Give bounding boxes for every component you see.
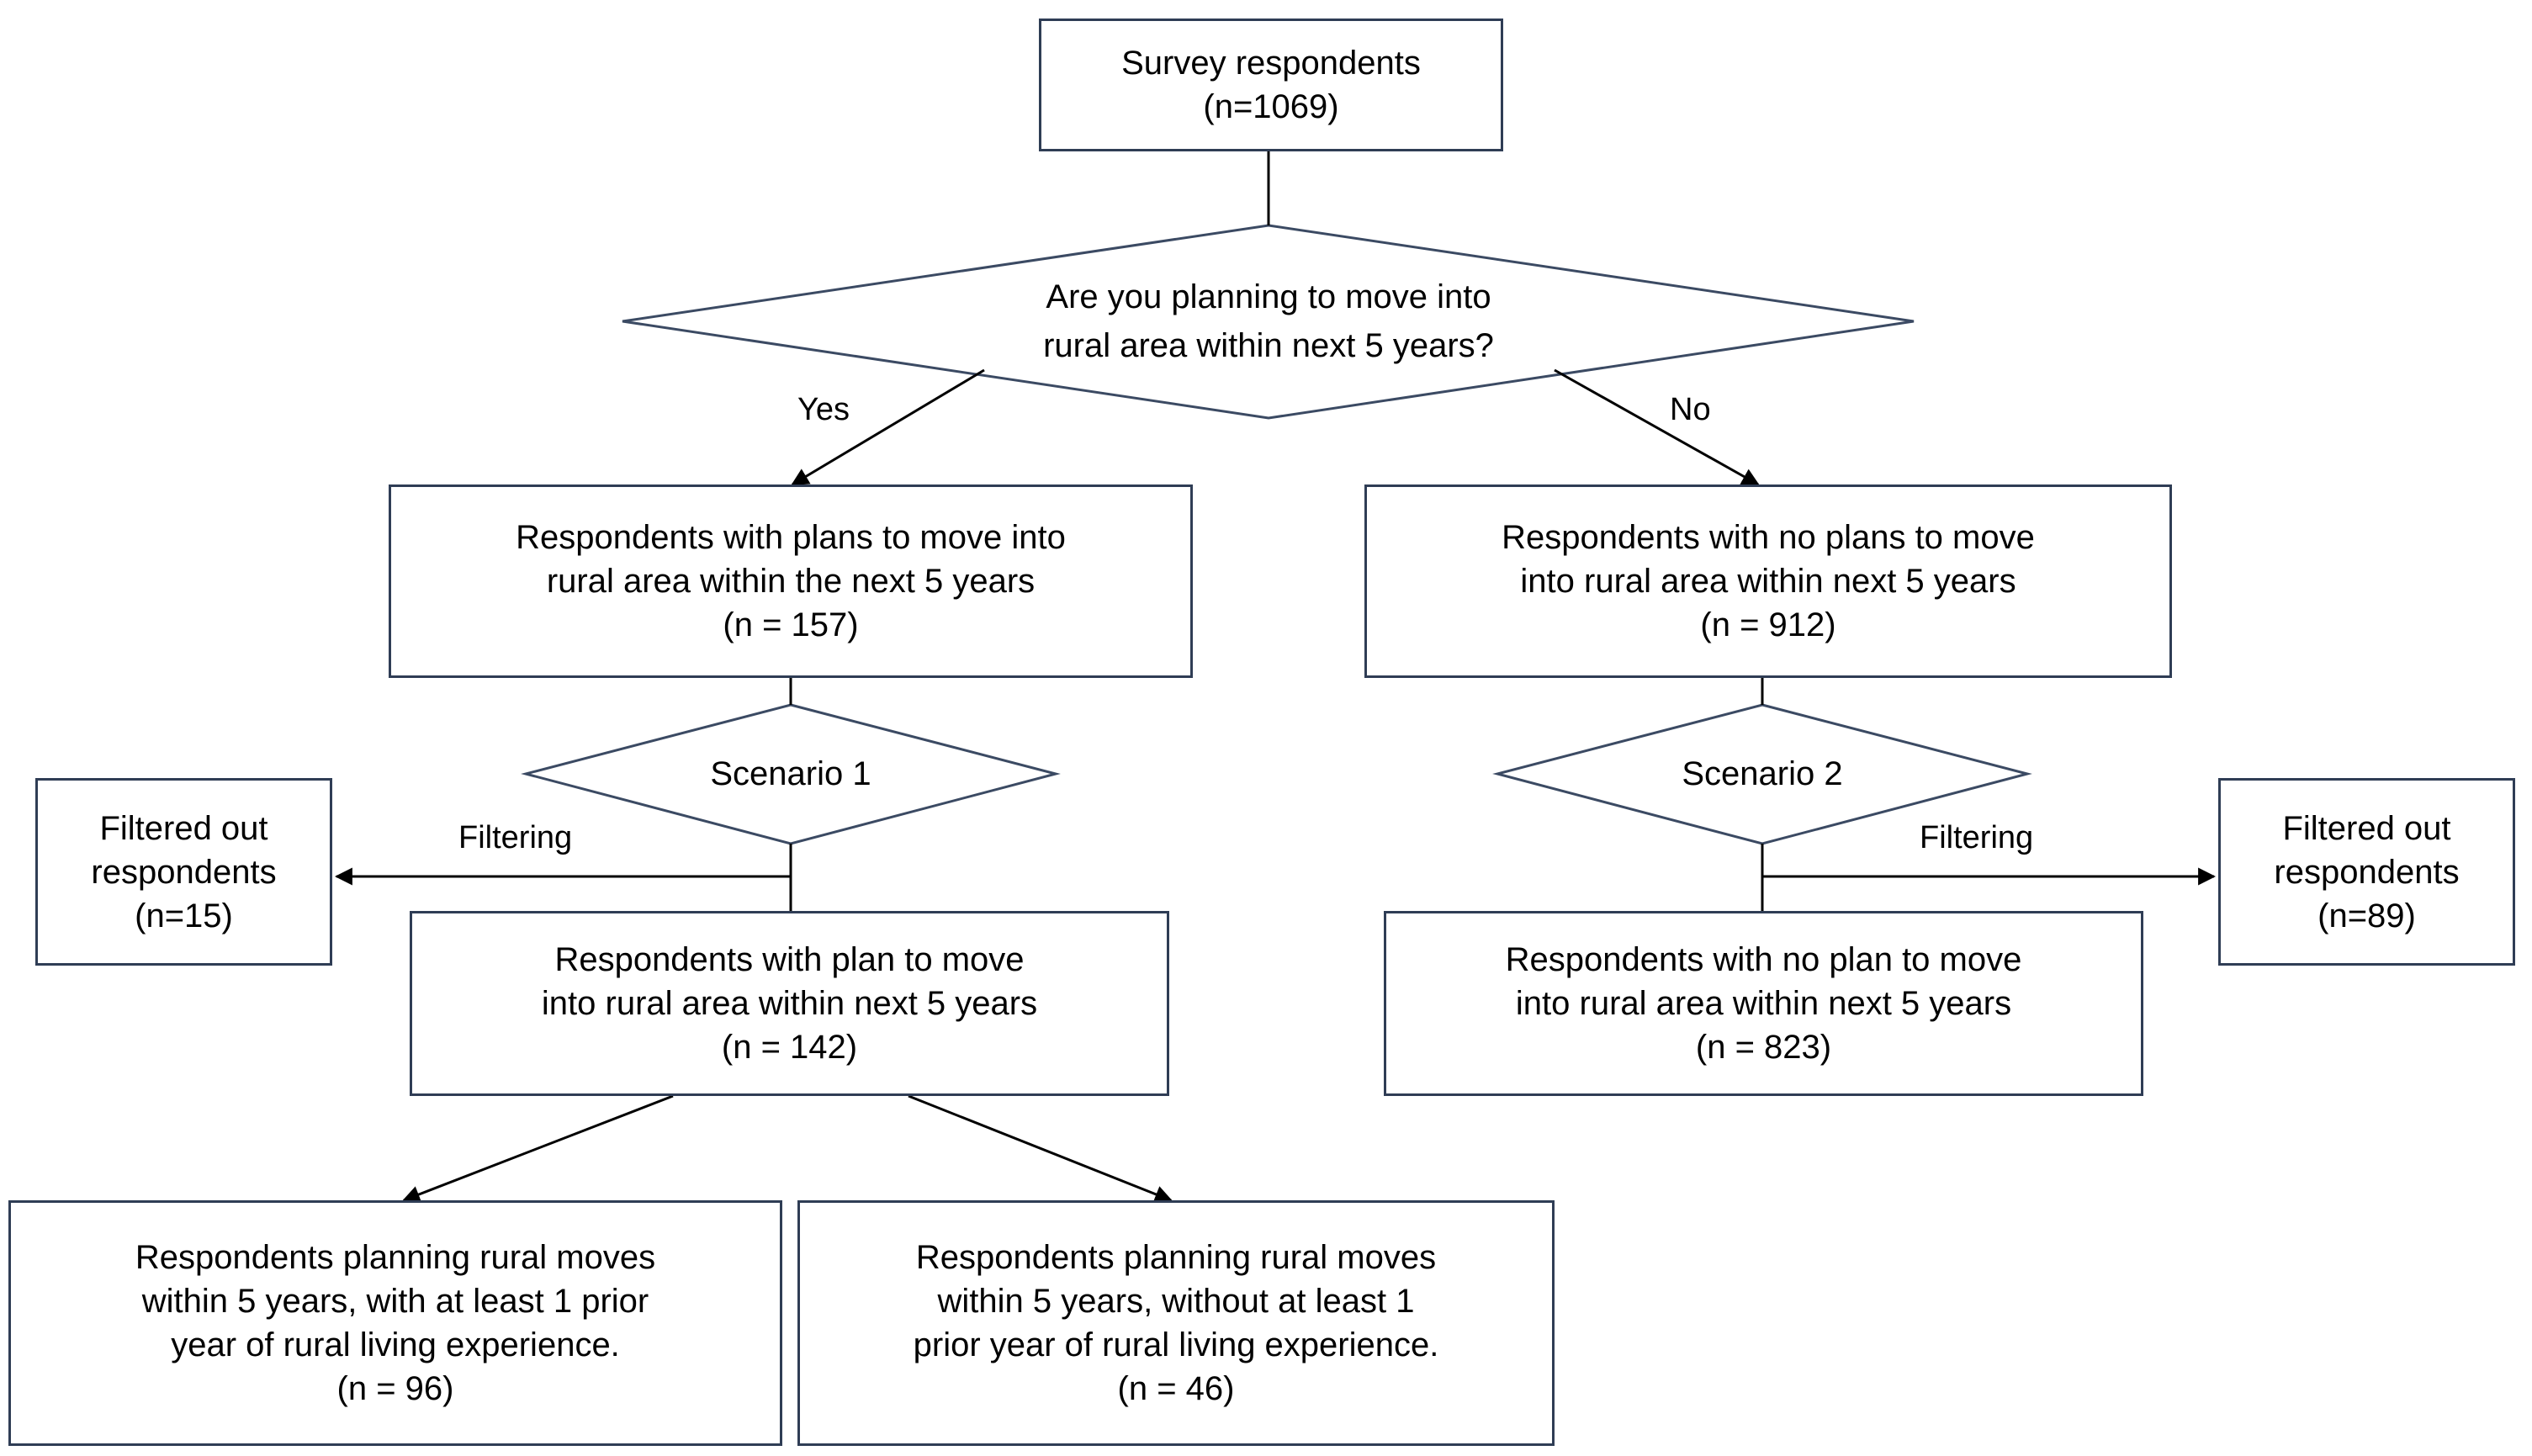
edge-label-yes: Yes: [797, 392, 850, 427]
connector-no-branch: [1554, 368, 1760, 486]
node-text-line: Survey respondents: [1121, 45, 1421, 82]
node-text-line: Scenario 2: [1682, 755, 1843, 792]
node-text-line: (n = 157): [723, 606, 859, 643]
connector-plan142-to-with-experience: [402, 1094, 674, 1203]
node-text-line: into rural area within next 5 years: [1520, 563, 2016, 600]
node-text-line: (n = 46): [1117, 1370, 1235, 1407]
edge-label-filtering-right: Filtering: [1920, 820, 2034, 855]
node-scenario-1-label: Scenario 1: [639, 749, 942, 799]
node-text-line: Respondents planning rural moves: [915, 1239, 1437, 1276]
edge-label-no: No: [1670, 392, 1711, 427]
node-text-line: Respondents with plan to move: [554, 941, 1025, 978]
node-with-experience: Respondents planning rural moves within …: [8, 1200, 782, 1446]
node-text-line: Respondents with no plan to move: [1505, 941, 2022, 978]
node-text-line: within 5 years, with at least 1 prior: [141, 1283, 649, 1320]
node-plans-no: Respondents with no plans to move into r…: [1364, 484, 2172, 678]
node-text-line: (n = 823): [1695, 1029, 1832, 1066]
node-text-line: (n = 96): [336, 1370, 454, 1407]
node-text-line: (n=15): [135, 897, 233, 934]
node-text-line: Filtered out: [2282, 809, 2451, 847]
node-text-line: into rural area within next 5 years: [1515, 985, 2012, 1022]
node-text-line: Scenario 1: [710, 755, 871, 792]
node-text-line: respondents: [91, 853, 277, 891]
node-text-line: into rural area within next 5 years: [541, 985, 1038, 1022]
node-survey-respondents: Survey respondents (n=1069): [1039, 19, 1503, 151]
node-text-line: (n=89): [2317, 897, 2416, 934]
node-text-line: Are you planning to move into: [1046, 278, 1491, 315]
node-text-line: Filtered out: [99, 809, 268, 847]
node-plans-yes: Respondents with plans to move into rura…: [389, 484, 1193, 678]
node-text-line: Respondents with no plans to move: [1502, 519, 2035, 556]
node-question-label: Are you planning to move into rural area…: [883, 262, 1654, 380]
node-text-line: (n = 142): [721, 1029, 858, 1066]
node-text-line: (n=1069): [1203, 88, 1339, 125]
node-scenario-2-label: Scenario 2: [1611, 749, 1914, 799]
node-plan-142: Respondents with plan to move into rural…: [410, 911, 1169, 1096]
node-no-plan-823: Respondents with no plan to move into ru…: [1384, 911, 2143, 1096]
connector-plan142-to-without-experience: [908, 1094, 1173, 1203]
node-text-line: year of rural living experience.: [171, 1326, 620, 1363]
node-filtered-out-left: Filtered out respondents (n=15): [35, 778, 332, 966]
node-text-line: respondents: [2274, 853, 2460, 891]
node-text-line: rural area within the next 5 years: [546, 563, 1036, 600]
node-filtered-out-right: Filtered out respondents (n=89): [2218, 778, 2515, 966]
node-text-line: rural area within next 5 years?: [1043, 327, 1494, 364]
node-without-experience: Respondents planning rural moves within …: [797, 1200, 1555, 1446]
node-text-line: (n = 912): [1700, 606, 1836, 643]
node-text-line: within 5 years, without at least 1: [937, 1283, 1415, 1320]
node-text-line: prior year of rural living experience.: [913, 1326, 1439, 1363]
node-text-line: Respondents planning rural moves: [135, 1239, 656, 1276]
edge-label-filtering-left: Filtering: [458, 820, 573, 855]
node-text-line: Respondents with plans to move into: [516, 519, 1066, 556]
